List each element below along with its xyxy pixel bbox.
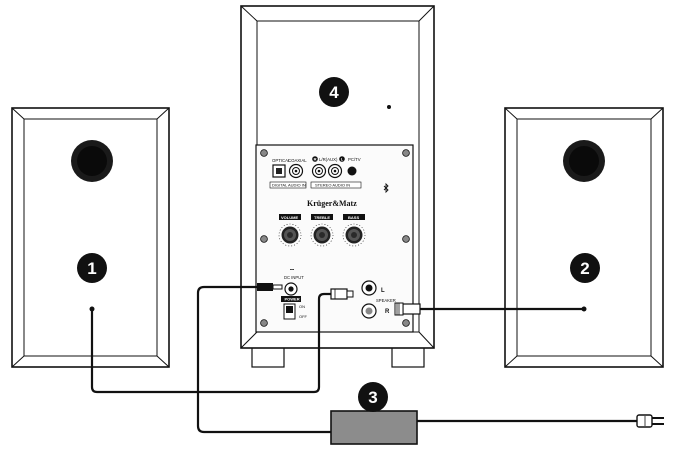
treble-knob-label: TREBLE	[314, 215, 330, 220]
left-speaker-cable	[90, 292, 332, 394]
optical-label: OPTICAL	[272, 158, 291, 163]
left-speaker	[11, 107, 170, 368]
cables	[90, 285, 637, 434]
callout-2: 2	[570, 253, 600, 283]
power-off-label: OFF	[299, 314, 308, 319]
right-speaker	[504, 107, 664, 368]
speaker-out-label: SPEAKER	[376, 298, 396, 303]
speaker-out-l-label: L	[381, 288, 385, 294]
aux-label: L/R(AUX)	[319, 157, 338, 162]
bluetooth-icon	[383, 182, 389, 194]
volume-knob[interactable]	[278, 223, 302, 247]
brand-logo: Krüger&Matz	[307, 199, 357, 208]
svg-text:3: 3	[368, 388, 377, 407]
speaker-wire-plug	[394, 302, 421, 316]
aux-r-marker: R	[314, 157, 317, 162]
aux-l-marker: L	[341, 157, 344, 162]
power-on-label: ON	[299, 304, 305, 309]
svg-text:2: 2	[580, 259, 589, 278]
volume-knob-label: VOLUME	[281, 215, 298, 220]
dc-input-label: DC INPUT	[284, 275, 304, 280]
rear-control-panel: OPTICAL COAXIAL DIGITAL AUDIO IN R L/R(A…	[255, 144, 414, 333]
digital-audio-in-label: DIGITAL AUDIO IN	[272, 183, 306, 188]
pc-tv-input-port[interactable]	[347, 166, 357, 176]
treble-knob[interactable]	[310, 223, 334, 247]
bass-reflex-port	[387, 105, 391, 109]
callout-4: 4	[319, 77, 349, 107]
svg-text:1: 1	[87, 259, 96, 278]
active-speaker-rear: OPTICAL COAXIAL DIGITAL AUDIO IN R L/R(A…	[240, 5, 435, 368]
power-adapter	[330, 410, 418, 445]
svg-text:⎓: ⎓	[290, 267, 294, 273]
callout-3: 3	[358, 382, 388, 412]
callout-1: 1	[77, 253, 107, 283]
dc-plug	[257, 283, 283, 291]
power-label: POWER	[285, 297, 300, 302]
bass-knob[interactable]	[342, 223, 366, 247]
bass-knob-label: BASS	[348, 215, 359, 220]
stereo-audio-in-label: STEREO AUDIO IN	[315, 183, 350, 188]
svg-text:4: 4	[329, 83, 339, 102]
wall-plug-icon	[636, 414, 664, 428]
coaxial-label: COAXIAL	[288, 158, 307, 163]
rca-plug-aux	[330, 288, 354, 300]
speaker-out-r-label: R	[385, 309, 390, 315]
pc-tv-label: PC/TV	[348, 157, 361, 162]
dc-power-cable	[196, 285, 331, 434]
